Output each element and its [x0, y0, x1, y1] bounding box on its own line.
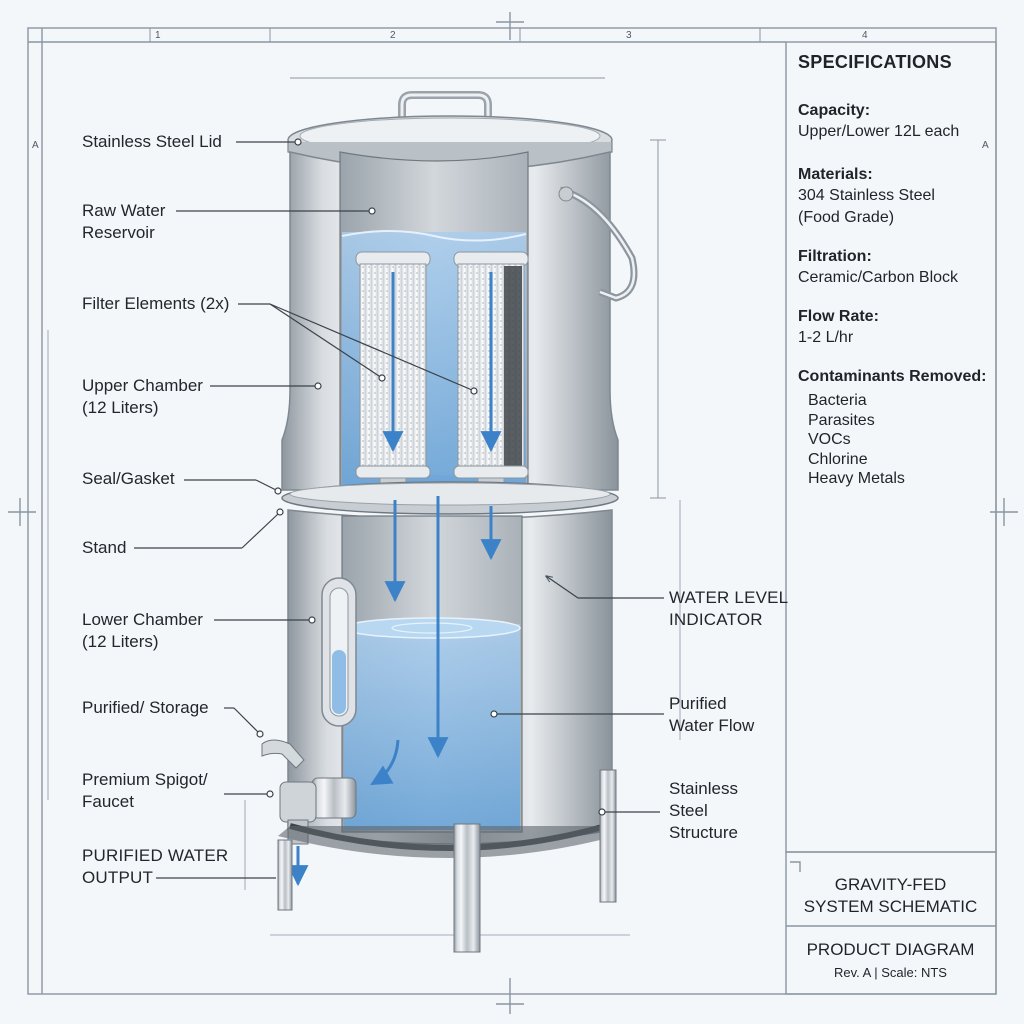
- grid-column-4: 4: [862, 30, 868, 41]
- grid-row-left: A: [32, 140, 39, 151]
- title-block-title-line1: GRAVITY-FED: [834, 875, 947, 894]
- label-purified-flow: Purified Water Flow: [669, 693, 754, 737]
- title-block-revision: Rev. A | Scale: NTS: [834, 965, 947, 980]
- label-seal: Seal/Gasket: [82, 469, 175, 488]
- upper-flow-arrows: [382, 272, 502, 453]
- grid-row-right: A: [982, 140, 989, 151]
- list-item: Parasites: [808, 411, 875, 429]
- specifications-panel: SPECIFICATIONS Capacity: Upper/Lower 12L…: [798, 52, 998, 489]
- label-lower-chamber-line1: Lower Chamber: [82, 610, 203, 629]
- grid-column-3: 3: [626, 30, 632, 41]
- spec-filtration-label: Filtration:: [798, 248, 872, 265]
- label-output-line1: PURIFIED WATER: [82, 846, 229, 865]
- spec-filtration-value: Ceramic/Carbon Block: [798, 269, 959, 286]
- list-item: Heavy Metals: [808, 470, 905, 487]
- label-structure-line2: Steel: [669, 801, 708, 820]
- label-level-indicator-line2: INDICATOR: [669, 610, 763, 629]
- lid: [287, 91, 613, 172]
- label-stand: Stand: [82, 538, 127, 557]
- label-output: PURIFIED WATER OUTPUT: [82, 845, 228, 889]
- stand: [277, 769, 617, 953]
- grid-column-1: 1: [155, 30, 161, 41]
- list-item: Bacteria: [808, 392, 867, 409]
- spec-materials-value-1: 304 Stainless Steel: [798, 187, 935, 204]
- label-structure: Stainless Steel Structure: [669, 778, 738, 844]
- title-block-title-line2: SYSTEM SCHEMATIC: [803, 897, 978, 916]
- label-spigot-line1: Premium Spigot/: [82, 770, 208, 789]
- label-lid: Stainless Steel Lid: [82, 132, 222, 151]
- spec-flow-label: Flow Rate:: [798, 308, 879, 325]
- list-item: Chlorine: [808, 450, 868, 468]
- spec-flow-value: 1-2 L/hr: [798, 329, 854, 346]
- spec-materials-value-2: (Food Grade): [798, 209, 895, 226]
- title-block-name: PRODUCT DIAGRAM: [806, 940, 975, 959]
- label-spigot-line2: Faucet: [82, 792, 134, 811]
- blueprint-frame: [8, 12, 1018, 1014]
- spec-capacity-value: Upper/Lower 12L each: [798, 123, 960, 140]
- list-item: VOCs: [808, 431, 851, 448]
- title-block-title: GRAVITY-FED SYSTEM SCHEMATIC: [788, 874, 993, 918]
- contaminants-list: Bacteria Parasites VOCs Chlorine Heavy M…: [808, 391, 998, 489]
- label-lower-chamber-line2: (12 Liters): [82, 632, 159, 651]
- label-purified-storage: Purified/ Storage: [82, 698, 209, 717]
- leader-lines: [134, 138, 664, 879]
- label-structure-line3: Structure: [669, 823, 738, 842]
- label-upper-chamber-line2: (12 Liters): [82, 398, 159, 417]
- label-upper-chamber: Upper Chamber (12 Liters): [82, 375, 203, 419]
- label-raw-water: Raw Water Reservoir: [82, 200, 165, 244]
- lower-flow-arrows: [370, 496, 502, 786]
- grid-column-2: 2: [390, 30, 396, 41]
- label-structure-line1: Stainless: [669, 779, 738, 798]
- label-level-indicator: WATER LEVEL INDICATOR: [669, 587, 788, 631]
- label-lower-chamber: Lower Chamber (12 Liters): [82, 609, 203, 653]
- seal-gasket: [281, 481, 619, 515]
- spec-contaminants-label: Contaminants Removed:: [798, 368, 987, 385]
- spec-title: SPECIFICATIONS: [798, 52, 952, 72]
- label-purified-flow-line1: Purified: [669, 694, 727, 713]
- label-filters: Filter Elements (2x): [82, 294, 230, 313]
- lower-chamber: [287, 509, 613, 845]
- spec-materials-label: Materials:: [798, 166, 873, 183]
- label-purified-flow-line2: Water Flow: [669, 716, 755, 735]
- spec-capacity-label: Capacity:: [798, 102, 871, 119]
- label-level-indicator-line1: WATER LEVEL: [669, 588, 789, 607]
- label-output-line2: OUTPUT: [82, 868, 154, 887]
- label-raw-water-line2: Reservoir: [82, 223, 155, 242]
- label-raw-water-line1: Raw Water: [82, 201, 166, 220]
- label-spigot: Premium Spigot/ Faucet: [82, 769, 208, 813]
- label-upper-chamber-line1: Upper Chamber: [82, 376, 203, 395]
